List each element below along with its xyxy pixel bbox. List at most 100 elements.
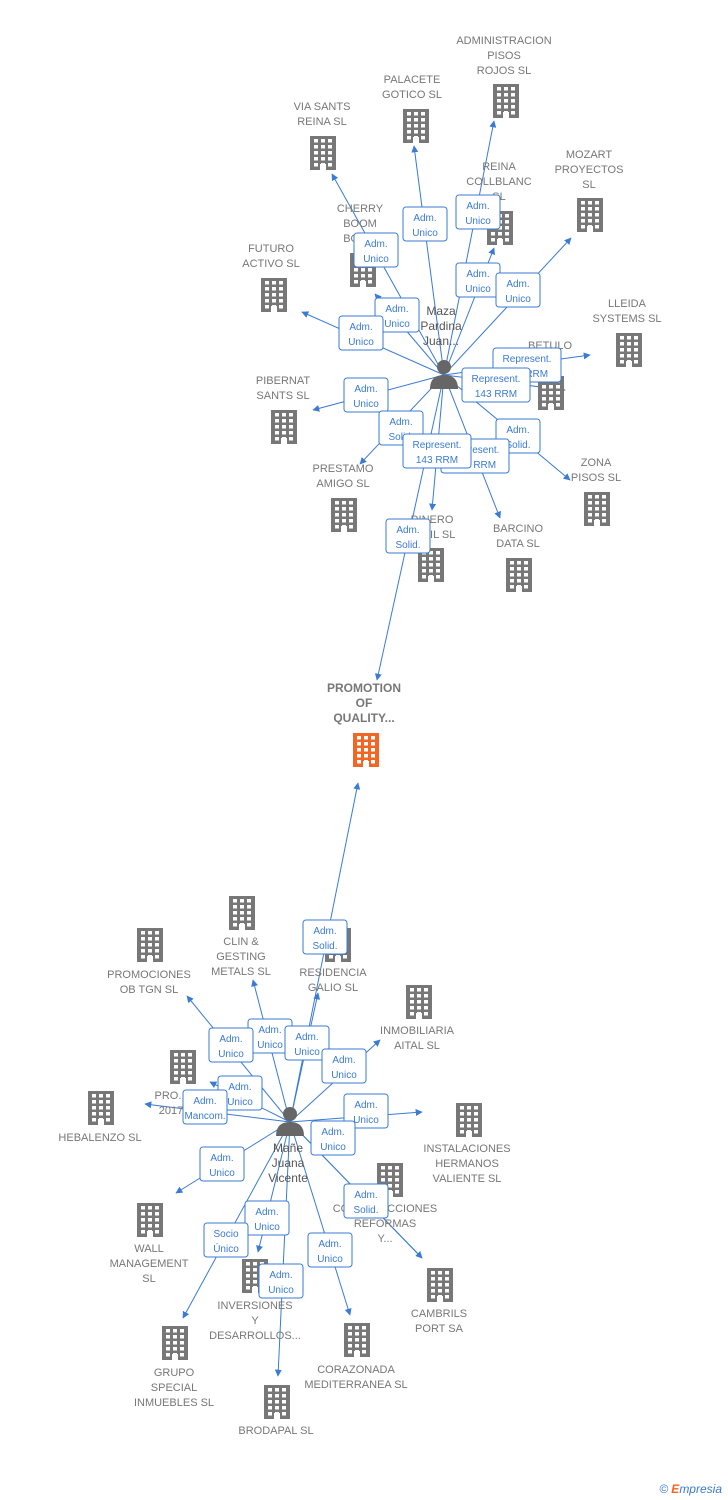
relation-label[interactable]: Adm.Unico [321,1048,367,1084]
relation-label[interactable]: Adm.Unico [307,1232,353,1268]
door [354,1351,360,1357]
window [268,1394,272,1398]
relation-text: Adm.Solid. [388,417,413,443]
person-name-line: Juan... [423,334,459,348]
relation-text-line: Adm. [219,1034,242,1045]
relation-label[interactable]: Adm.Unico [495,272,541,308]
window [414,130,418,134]
building-icon [506,558,532,592]
window [99,1100,103,1104]
relation-label[interactable]: Adm.Unico [353,232,399,268]
company-name-line: BRODAPAL SL [238,1425,313,1437]
person-icon [276,1107,304,1136]
window [174,1077,178,1081]
door [416,1013,422,1019]
relation-label[interactable]: Adm.Solid. [343,1183,389,1219]
relation-label[interactable]: Represent.143 RRM [402,433,472,469]
relation-box [343,1183,389,1219]
relation-text-line: Socio [213,1229,238,1240]
relation-label[interactable]: Represent.143 RRM [461,367,531,403]
window [321,157,325,161]
window [180,1347,184,1351]
relation-label[interactable]: Adm.Unico [402,206,448,242]
relation-text-line: 143 RRM [454,460,496,471]
relation-label[interactable]: Adm.Unico [343,1093,389,1129]
window [436,575,440,579]
relation-text-line: Solid. [353,1205,378,1216]
relation-text-line: Adm. [349,322,372,333]
window [497,111,501,115]
relation-text-line: Adm. [364,239,387,250]
window [174,1071,178,1075]
door [360,281,366,287]
window [282,1388,286,1392]
company-node-brodapal[interactable]: BRODAPAL SL [238,1385,314,1437]
window [467,1124,471,1128]
relation-label[interactable]: Adm.Unico [208,1027,254,1063]
relation-label[interactable]: Adm.Unico [310,1120,356,1156]
company-name-line: SANTS SL [256,390,309,402]
relation-label[interactable]: Adm.Unico [455,262,501,298]
window [388,1166,392,1170]
relation-label[interactable]: Adm.Unico [244,1200,290,1236]
relation-label[interactable]: Adm.Mancom. [182,1089,228,1125]
window [595,207,599,211]
relation-label[interactable]: Adm.Unico [338,315,384,351]
relation-text-line: Adm. [396,525,419,536]
window [424,988,428,992]
relation-box [302,919,348,955]
window [279,281,283,285]
window [542,385,546,389]
company-name-line: MOZART [566,149,613,161]
relation-label[interactable]: Adm.Unico [455,194,501,230]
window [106,1106,110,1110]
window [595,213,599,217]
window [588,213,592,217]
relation-text-line: Adm. [318,1239,341,1250]
relation-label[interactable]: Adm.Solid. [302,919,348,955]
window [588,519,592,523]
relation-label[interactable]: Adm.Unico [199,1146,245,1182]
window [349,525,353,529]
relation-label[interactable]: Adm.Unico [284,1025,330,1061]
window [328,151,332,155]
relation-label[interactable]: Adm.Unico [374,297,420,333]
window [371,736,375,740]
window [354,274,358,278]
relation-label[interactable]: Adm.Unico [247,1018,293,1054]
relation-label[interactable]: Adm.Unico [343,377,389,413]
window [282,425,286,429]
window [240,917,244,921]
relation-text-line: Unico [505,294,531,305]
relation-label[interactable]: Adm.Unico [258,1263,304,1299]
company-node-pro2017[interactable]: PRO...2017 [154,1050,196,1117]
company-node-hebalenzo[interactable]: HEBALENZO SL [58,1091,142,1144]
relation-label[interactable]: Adm.Solid. [385,518,431,554]
window [275,437,279,441]
